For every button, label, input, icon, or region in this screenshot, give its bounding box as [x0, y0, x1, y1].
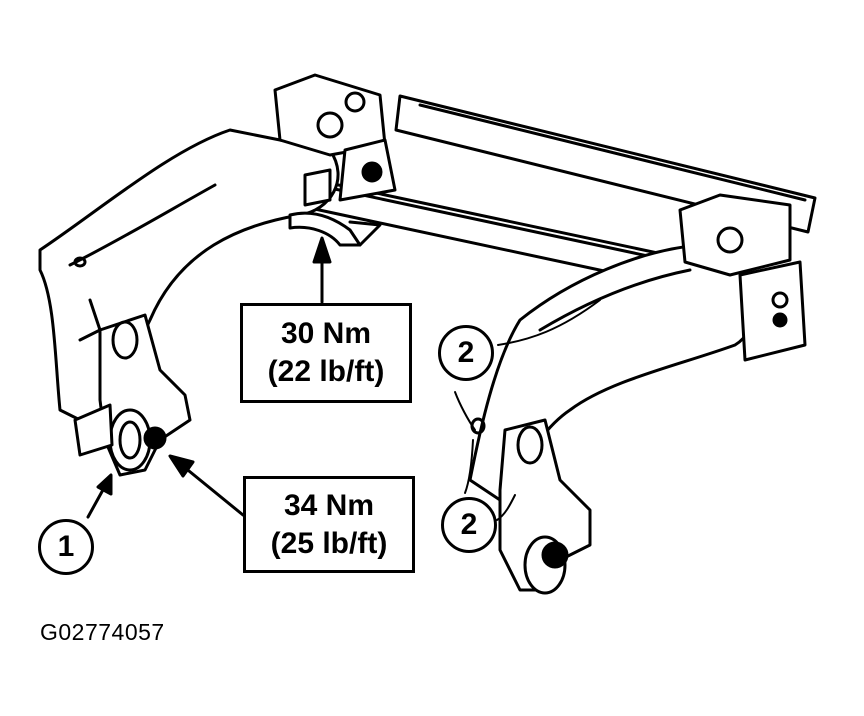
item1-arrow	[86, 473, 113, 519]
upper-torque-nm: 30 Nm	[280, 317, 372, 350]
item2-leaders	[454, 299, 601, 521]
item-2-lower-label: 2	[460, 508, 478, 541]
item-1-circle: 1	[38, 519, 94, 575]
figure-id: G02774057	[40, 619, 165, 645]
upper-torque-arrow	[312, 236, 332, 304]
right-rear-mount	[678, 193, 807, 362]
item-2-upper-circle: 2	[438, 325, 494, 381]
left-front-mount	[73, 313, 192, 477]
upper-torque-lbft: (22 lb/ft)	[267, 355, 385, 388]
center-bracket	[288, 211, 382, 247]
item-1-label: 1	[57, 530, 75, 563]
item-2-lower-circle: 2	[441, 497, 497, 553]
lower-torque-arrow	[168, 454, 245, 517]
item-2-upper-label: 2	[457, 336, 475, 369]
lower-torque-callout: 34 Nm (25 lb/ft)	[243, 476, 415, 573]
upper-torque-callout: 30 Nm (22 lb/ft)	[240, 303, 412, 403]
lower-torque-lbft: (25 lb/ft)	[270, 526, 388, 560]
right-front-mount	[470, 417, 592, 595]
lower-torque-nm: 34 Nm	[283, 488, 375, 522]
left-rear-mount	[273, 73, 397, 207]
